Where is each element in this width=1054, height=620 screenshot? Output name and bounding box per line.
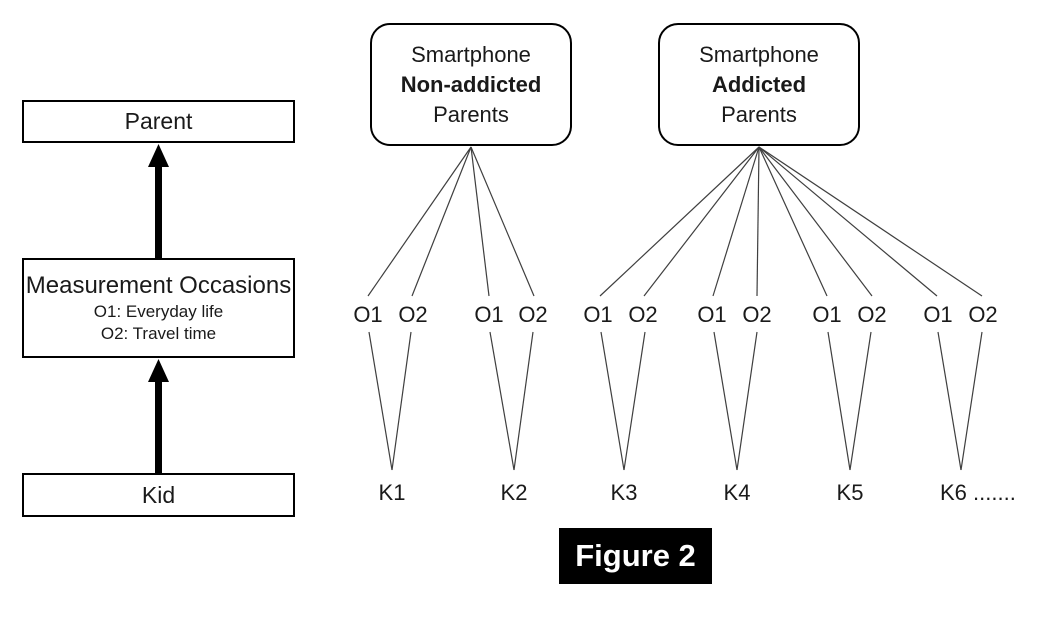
smartphone-non-addicted-parents-box: Smartphone Non-addicted Parents [370, 23, 572, 146]
kid-label-k2: K2 [500, 480, 528, 505]
occasion-label-k5-o1: O1 [812, 302, 842, 327]
kid-label-k6: K6 ....... [940, 480, 1016, 505]
fan-lines-addicted [599, 146, 983, 297]
smartphone-addicted-parents-box: Smartphone Addicted Parents [658, 23, 860, 146]
occasion-definition-o2: O2: Travel time [100, 324, 217, 343]
occasion-label-k6-o1: O1 [923, 302, 953, 327]
parent-box-label: Parent [124, 108, 193, 134]
occasion-definition-o1: O1: Everyday life [93, 302, 224, 321]
arrow-measurement-to-parent [148, 144, 169, 258]
occasion-label-k3-o2: O2 [628, 302, 658, 327]
occasion-label-k5-o2: O2 [857, 302, 887, 327]
group-line: Smartphone [411, 41, 531, 67]
occasion-label-k1-o2: O2 [398, 302, 428, 327]
kid-label-k5: K5 [836, 480, 864, 505]
kid-label-k3: K3 [610, 480, 638, 505]
occasion-label-k6-o2: O2 [968, 302, 998, 327]
group-line: Parents [721, 101, 797, 127]
arrow-kid-to-measurement [148, 359, 169, 473]
occasion-label-k4-o2: O2 [742, 302, 772, 327]
occasion-label-k4-o1: O1 [697, 302, 727, 327]
group-line-bold: Non-addicted [400, 71, 542, 97]
group-line-bold: Addicted [711, 71, 807, 97]
kid-connector-lines [368, 331, 983, 471]
measurement-occasions-title: Measurement Occasions [25, 272, 292, 299]
measurement-occasions-box: Measurement Occasions O1: Everyday life … [22, 258, 295, 358]
occasion-label-k2-o2: O2 [518, 302, 548, 327]
figure-caption-text: Figure 2 [575, 538, 696, 573]
parent-box: Parent [22, 100, 295, 143]
occasion-label-k3-o1: O1 [583, 302, 613, 327]
kid-box: Kid [22, 473, 295, 517]
kid-label-k4: K4 [723, 480, 751, 505]
kid-label-k1: K1 [378, 480, 406, 505]
group-line: Parents [433, 101, 509, 127]
group-line: Smartphone [699, 41, 819, 67]
kid-box-label: Kid [141, 481, 176, 508]
figure-caption: Figure 2 [559, 528, 712, 584]
fan-lines-non-addicted [367, 146, 535, 297]
occasion-label-k1-o1: O1 [353, 302, 383, 327]
occasion-label-k2-o1: O1 [474, 302, 504, 327]
